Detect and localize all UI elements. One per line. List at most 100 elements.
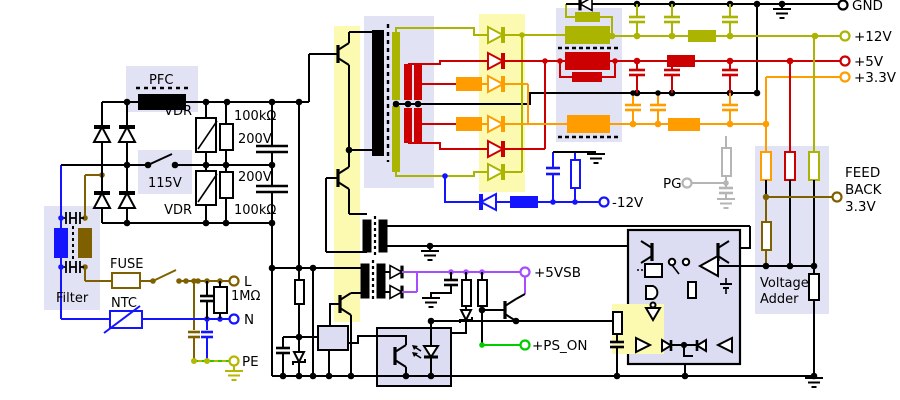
5vsb-resistor1	[461, 279, 472, 307]
bleeder-network	[200, 281, 228, 319]
label-fuse: FUSE	[110, 257, 143, 272]
primary-ground-rail	[272, 372, 824, 388]
surge-and-bulk	[195, 98, 303, 227]
ic-buffer	[715, 336, 733, 354]
zener-icon	[459, 309, 473, 323]
pg-ground-icon	[716, 198, 736, 209]
filter-winding-right	[78, 228, 92, 258]
fb-resistor-5v	[784, 151, 796, 181]
bridge-diode-icon	[117, 125, 137, 144]
label-200v-top: 200V	[238, 132, 272, 147]
pwm-controller-ic	[610, 228, 742, 380]
label-1m: 1MΩ	[231, 289, 260, 304]
rail-3v3	[610, 76, 841, 152]
feedback-network	[740, 36, 833, 376]
bridge-diode-icon	[92, 125, 112, 144]
label-vdr-bottom: VDR	[164, 203, 192, 218]
pg-resistor	[721, 147, 732, 177]
label-feedback-2: BACK	[845, 182, 883, 198]
label-vdr-top: VDR	[164, 104, 192, 119]
label-pg: PG	[663, 176, 682, 192]
line-terminal	[228, 275, 240, 287]
opto-led-icon	[422, 345, 440, 359]
standby-output	[402, 269, 628, 348]
ic-diode-icon	[661, 338, 673, 353]
secondary-12v-winding	[392, 32, 400, 100]
bleeder-resistor	[213, 286, 228, 314]
5vsb-ground-icon	[421, 297, 441, 308]
5vsb-diode-icon	[388, 264, 404, 280]
adder-resistor-gnd	[808, 273, 820, 301]
label-filter: Filter	[56, 291, 89, 306]
label-line: L	[244, 274, 252, 290]
standby-controller-ic	[317, 325, 349, 351]
half-bridge	[298, 31, 372, 280]
m12v-inductor	[510, 196, 538, 208]
ic-flipflop	[644, 263, 663, 278]
output-choke	[557, 4, 618, 139]
label-feedback-3: 3.3V	[845, 199, 876, 215]
label-gnd: GND	[852, 0, 883, 14]
ic-and-gate	[645, 285, 659, 300]
label-100k-top: 100kΩ	[234, 109, 276, 124]
m12v-ground-icon	[586, 153, 606, 164]
3v3-filter-inductor	[668, 118, 700, 131]
label-voltage-adder-2: Adder	[760, 292, 799, 307]
primary-winding	[372, 30, 384, 156]
fb-resistor-12v	[808, 151, 820, 181]
voltage-select-switch	[147, 153, 173, 166]
label-pson: +PS_ON	[532, 338, 588, 354]
driver-transformer	[362, 216, 751, 261]
rail-12v	[608, 4, 841, 42]
rail-5v	[610, 55, 841, 93]
rail-ground-icon	[804, 377, 824, 388]
label-voltage-adder-1: Voltage	[760, 276, 809, 291]
emi-filter	[54, 172, 230, 330]
m12v-terminal	[598, 196, 610, 208]
magamp-choke-top	[456, 77, 482, 91]
label-12v: +12V	[854, 29, 892, 45]
label-200v-bottom: 200V	[238, 170, 272, 185]
terminals	[228, 0, 851, 367]
fb-resistor-3v3	[760, 151, 772, 181]
12v-filter-inductor	[688, 30, 716, 42]
label-neutral: N	[244, 312, 254, 328]
5v-terminal	[839, 55, 851, 67]
zener-icon	[292, 351, 306, 365]
ic-buffer	[635, 336, 653, 354]
earth-path	[188, 330, 244, 381]
bridge-diode-icon	[117, 191, 137, 210]
driver-ground-icon	[420, 250, 440, 261]
standby-converter	[268, 223, 404, 380]
secondary-12v-winding	[392, 106, 400, 172]
label-ntc: NTC	[111, 296, 137, 311]
adder-resistor-fb	[761, 221, 772, 251]
secondary-5v-winding	[404, 64, 412, 100]
label-feedback-1: FEED	[845, 165, 880, 181]
pfc-inductor	[136, 86, 188, 110]
secondary-5v-winding	[414, 64, 422, 100]
bleed-resistor-top	[219, 123, 234, 151]
secondary-5v-winding	[404, 108, 412, 143]
secondary-5v-winding	[414, 108, 422, 143]
3v3-terminal	[839, 71, 851, 83]
5v-filter-inductor	[667, 55, 695, 67]
fuse	[111, 272, 141, 289]
label-100k-bottom: 100kΩ	[234, 203, 276, 218]
pson-terminal	[519, 339, 531, 351]
label-115v: 115V	[148, 176, 182, 191]
5vsb-diode-icon	[388, 284, 404, 300]
label-earth: PE	[242, 354, 259, 370]
gnd-bus-ground-icon	[772, 8, 792, 19]
pson-transistor-q4	[503, 297, 518, 323]
feedback-terminal	[831, 191, 843, 203]
label-3v3: +3.3V	[854, 70, 897, 86]
ic-inverter	[644, 307, 662, 322]
pfc-choke	[138, 94, 186, 110]
gnd-terminal	[837, 0, 849, 11]
5vsb-resistor2	[477, 279, 488, 307]
power-good	[692, 136, 736, 209]
output-rectifiers	[395, 25, 567, 182]
